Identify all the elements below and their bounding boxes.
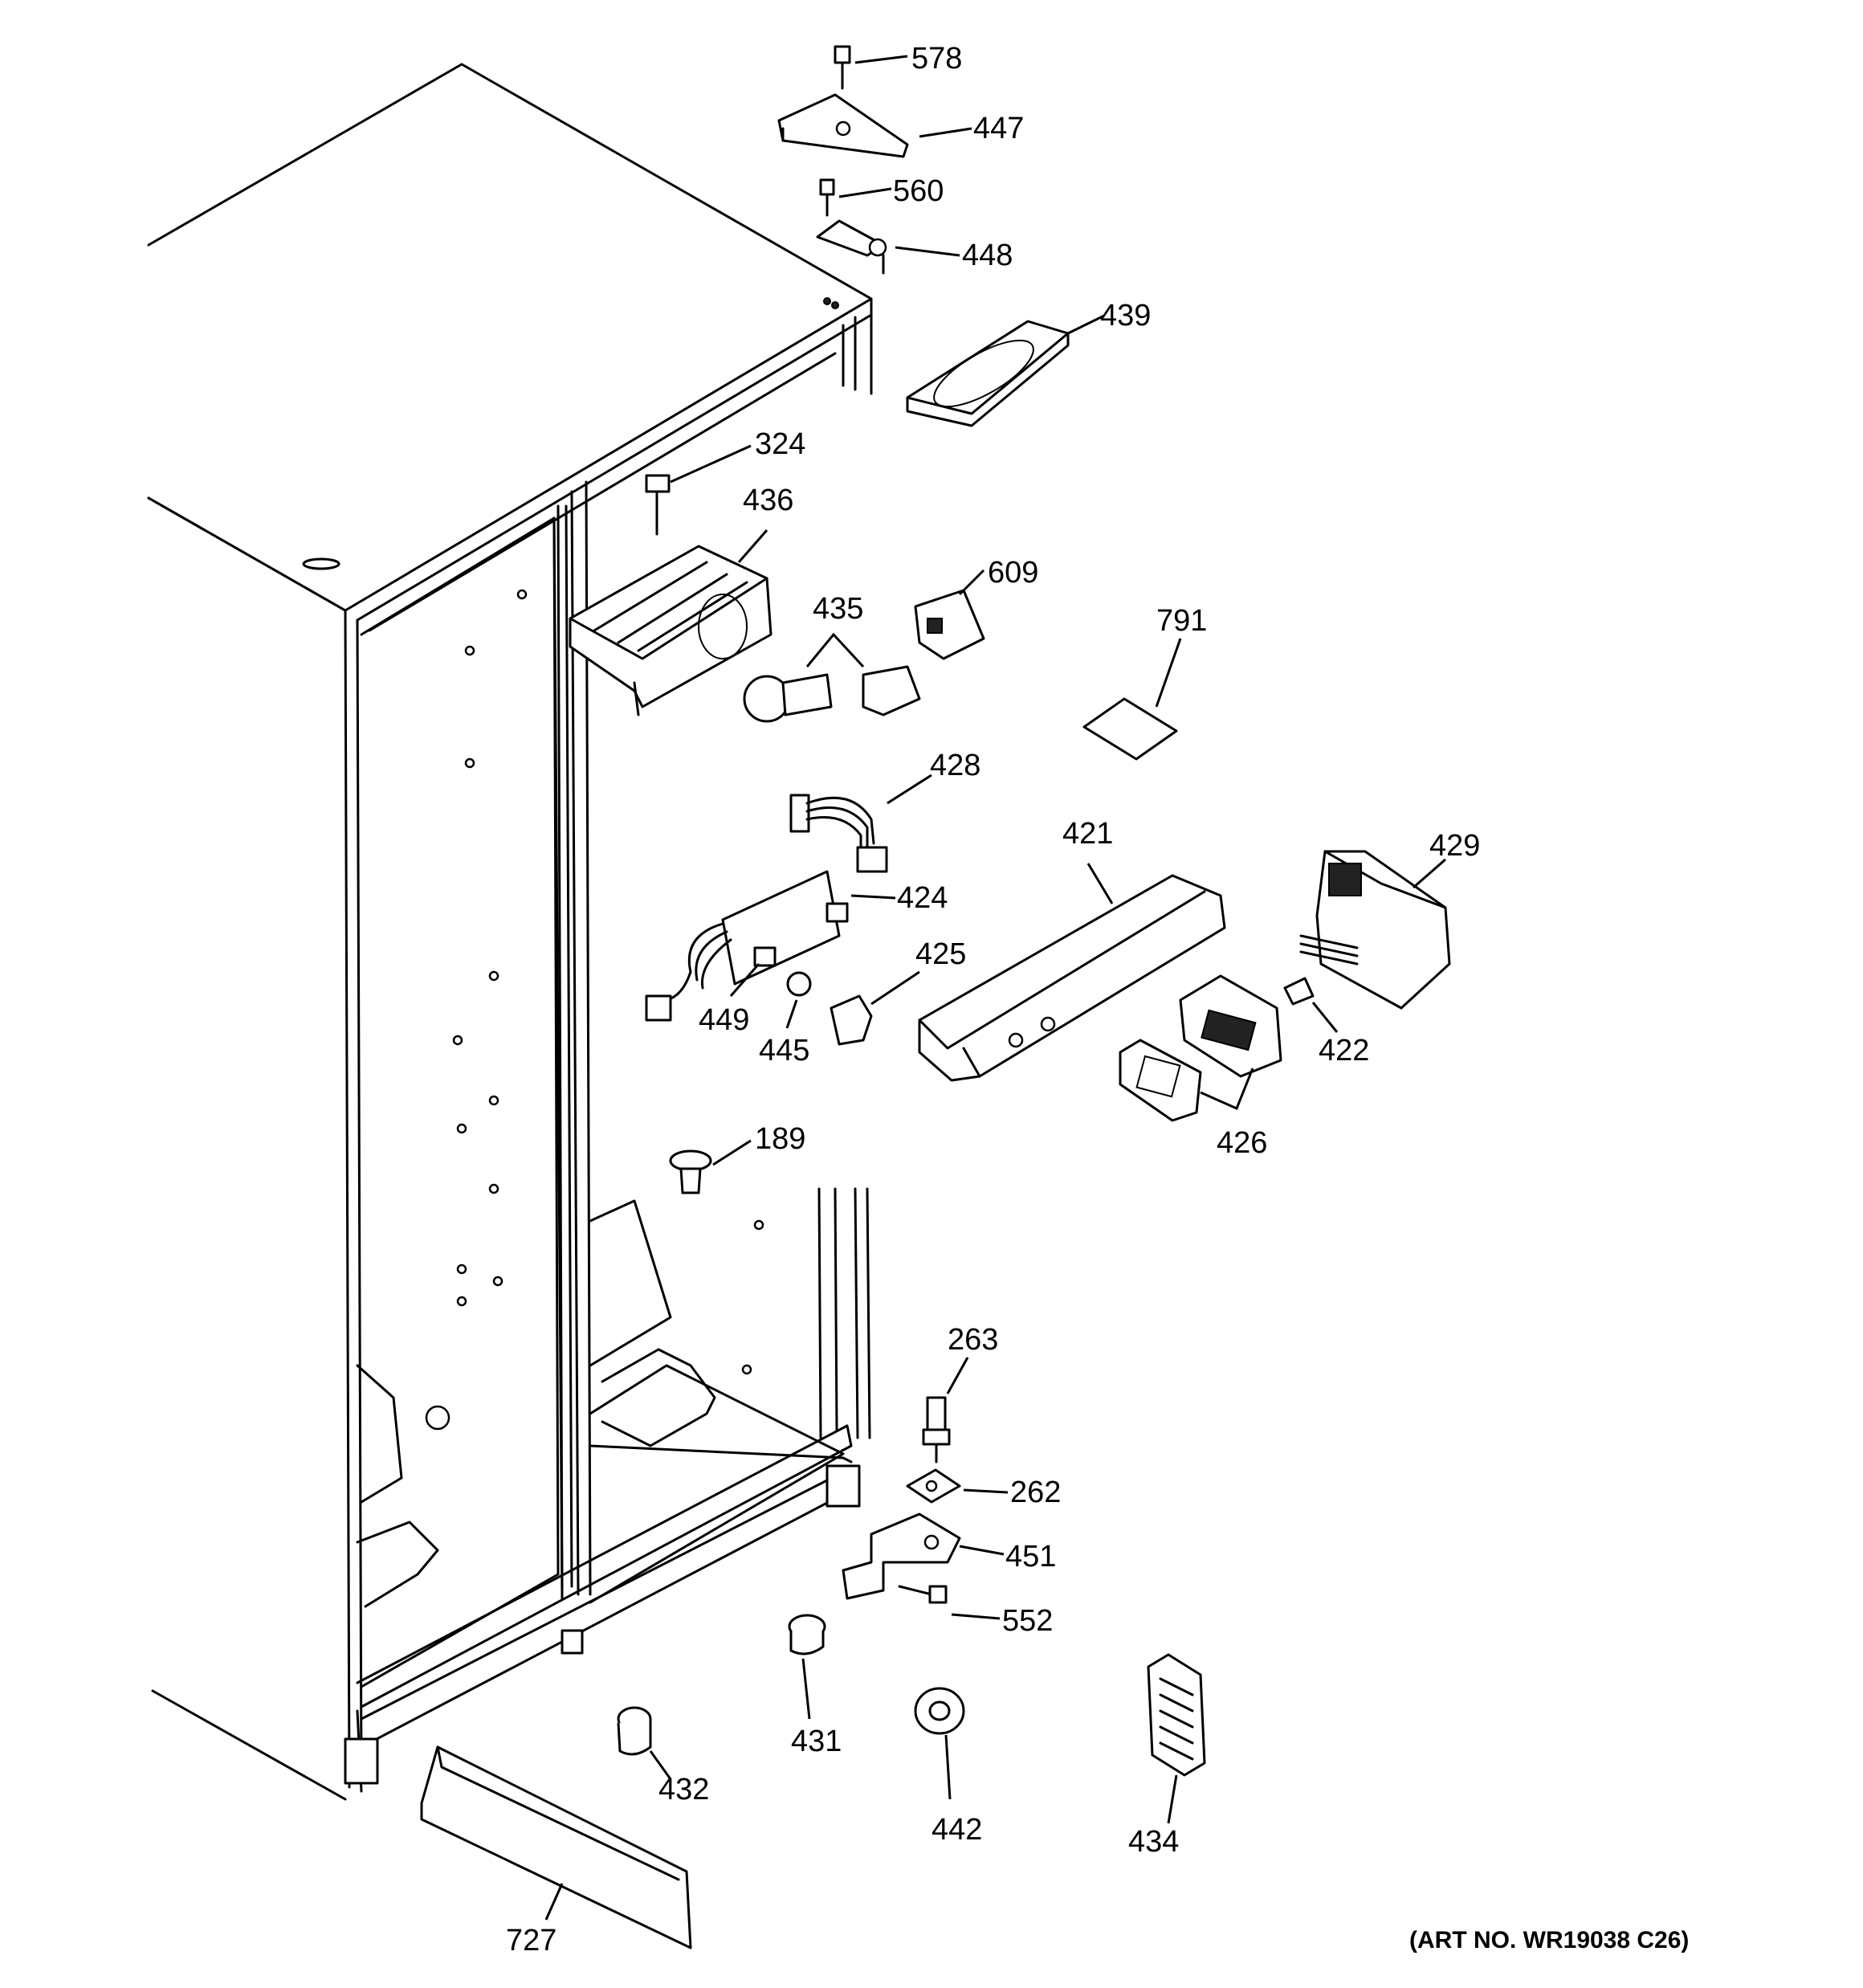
screw-552 [898,1585,1001,1620]
art-number: (ART NO. WR19038 C26) [1409,1927,1689,1953]
bushing-432 [617,1706,672,1780]
light-shield-439 [906,314,1105,427]
label-447: 447 [973,112,1024,145]
label-421: 421 [1062,817,1113,851]
label-189: 189 [755,1122,805,1156]
label-439: 439 [1100,299,1151,333]
clip-422 [1283,977,1339,1033]
plug-189 [669,1139,752,1194]
screw-578 [834,45,908,90]
screw-560 [819,178,892,217]
housing-429 [1299,850,1451,1010]
cover-791 [1082,638,1182,761]
switch-609 [914,569,985,660]
wire-harness-428 [789,774,932,873]
label-263: 263 [948,1323,998,1357]
light-bulb-435 [743,632,921,723]
knob-parts [729,963,920,1046]
toe-grille-727 [420,1745,692,1949]
control-housing-421 [918,863,1226,1082]
label-445: 445 [759,1034,809,1067]
washer-442 [914,1687,965,1800]
label-552: 552 [1002,1604,1053,1638]
label-324: 324 [755,427,805,461]
label-429: 429 [1429,829,1480,863]
label-449: 449 [699,1003,749,1037]
label-451: 451 [1005,1540,1056,1574]
control-424 [645,870,896,1022]
label-609: 609 [988,556,1038,590]
label-435: 435 [813,592,863,626]
refrigerator-cabinet [147,63,873,1801]
label-262: 262 [1010,1476,1061,1509]
bushing-262 [906,1468,1009,1504]
label-436: 436 [743,484,793,517]
label-424: 424 [897,881,948,915]
grille-434 [1147,1653,1206,1824]
label-431: 431 [791,1725,842,1758]
label-425: 425 [915,937,966,971]
label-426: 426 [1217,1126,1267,1160]
label-448: 448 [962,239,1013,272]
label-727: 727 [506,1924,556,1957]
label-432: 432 [658,1773,709,1806]
pin-263 [922,1357,969,1463]
light-housing-436 [569,529,773,716]
hinge-448 [816,219,960,275]
label-434: 434 [1128,1825,1179,1859]
hinge-cover-447 [777,93,972,158]
label-791: 791 [1156,604,1207,638]
label-578: 578 [911,42,962,76]
label-428: 428 [930,749,980,782]
label-442: 442 [932,1813,982,1847]
bushing-431 [788,1614,826,1720]
part-426 [1119,974,1282,1122]
label-560: 560 [893,174,944,208]
hinge-451 [842,1512,1005,1600]
callout-labels: 578 447 560 448 439 324 436 609 435 791 … [506,42,1689,1957]
label-422: 422 [1319,1034,1369,1067]
screw-324 [645,444,752,536]
